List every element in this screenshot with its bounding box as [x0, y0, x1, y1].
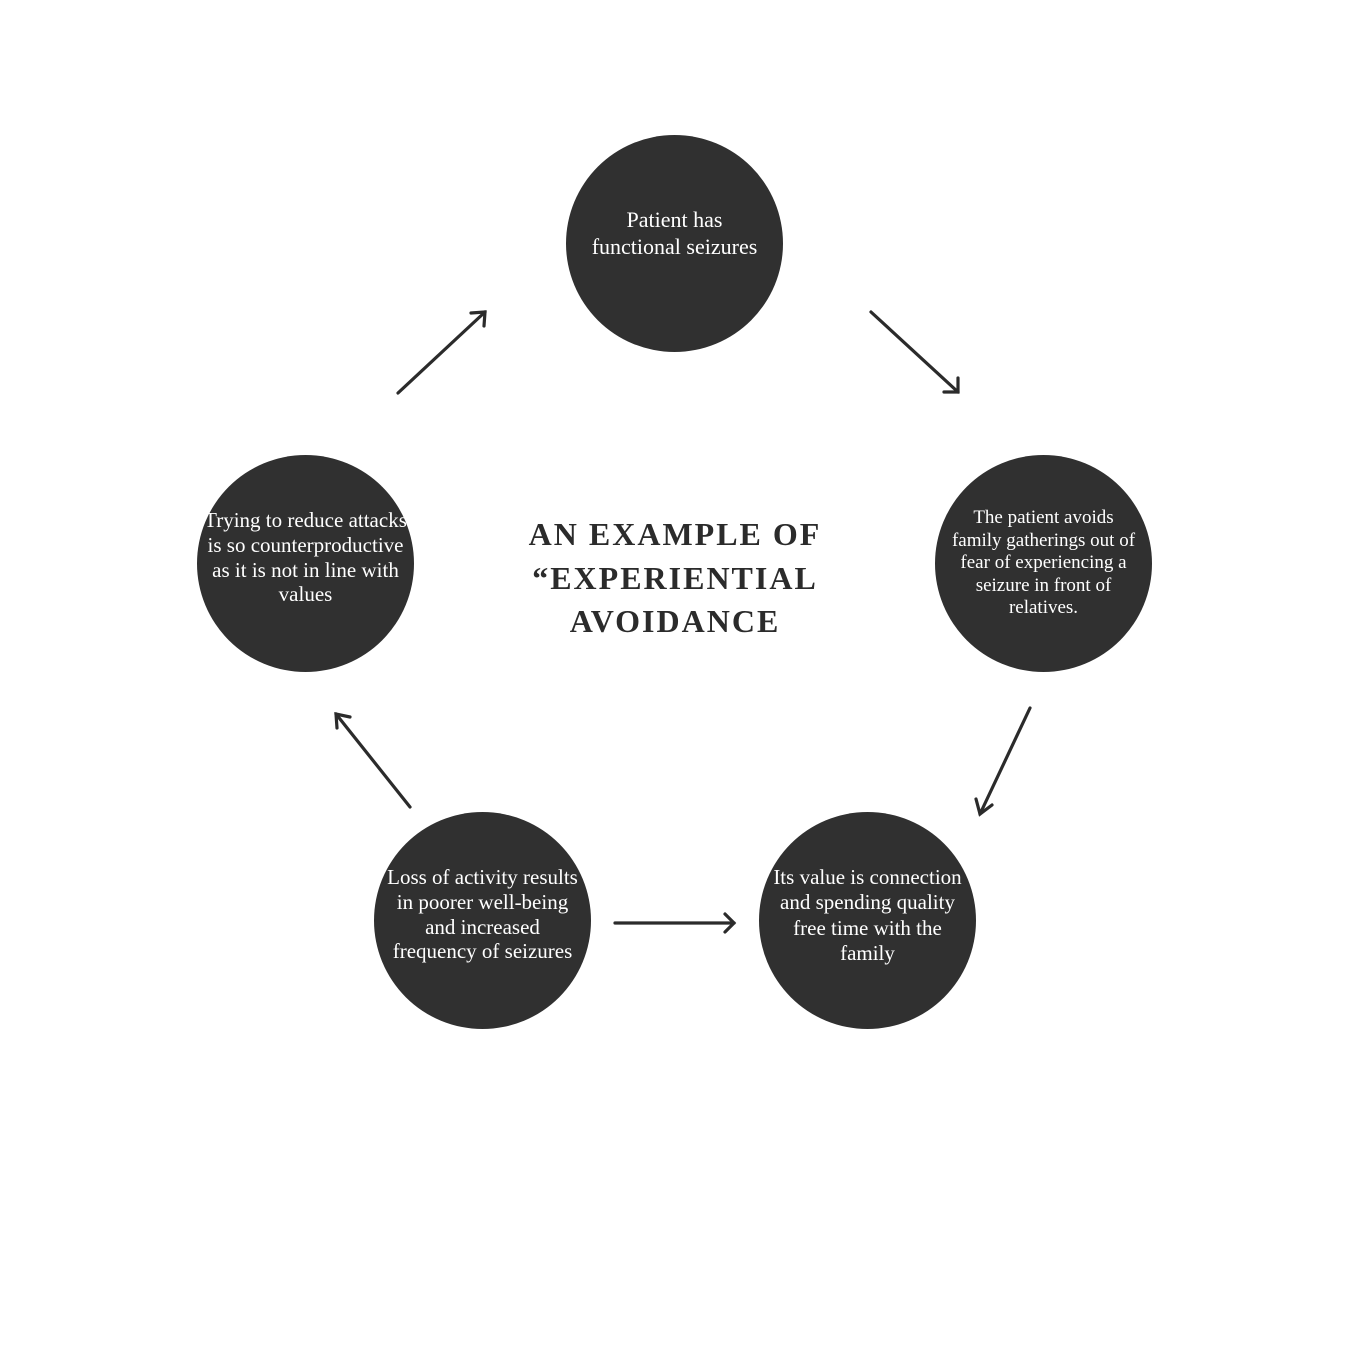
arrow-node4-to-node3	[613, 912, 737, 934]
arrow-node5-to-node1	[396, 310, 487, 395]
diagram-title-line-3: AVOIDANCE	[569, 603, 781, 640]
node-avoids-family-gatherings: The patient avoids family gatherings out…	[935, 455, 1152, 672]
arrow-node4-to-node5	[334, 711, 412, 809]
arrow-node1-to-node2	[869, 310, 960, 394]
node-trying-to-reduce-attacks: Trying to reduce attacks is so counterpr…	[197, 455, 414, 672]
node-avoids-family-gatherings-text: The patient avoids family gatherings out…	[951, 507, 1136, 619]
diagram-title: AN EXAMPLE OF “EXPERIENTIAL AVOIDANCE	[500, 513, 850, 644]
diagram-title-line-2: “EXPERIENTIAL	[532, 559, 818, 596]
node-trying-to-reduce-attacks-text: Trying to reduce attacks is so counterpr…	[204, 507, 407, 607]
node-loss-of-activity-text: Loss of activity results in poorer well-…	[387, 864, 578, 964]
node-functional-seizures: Patient has functional seizures	[566, 135, 783, 352]
node-value-connection-text: Its value is connection and spending qua…	[773, 865, 962, 965]
node-functional-seizures-text: Patient has functional seizures	[591, 206, 758, 259]
diagram-title-line-1: AN EXAMPLE OF	[528, 516, 822, 552]
arrow-node2-to-node3	[974, 706, 1032, 817]
node-value-connection: Its value is connection and spending qua…	[759, 812, 976, 1029]
node-loss-of-activity: Loss of activity results in poorer well-…	[374, 812, 591, 1029]
